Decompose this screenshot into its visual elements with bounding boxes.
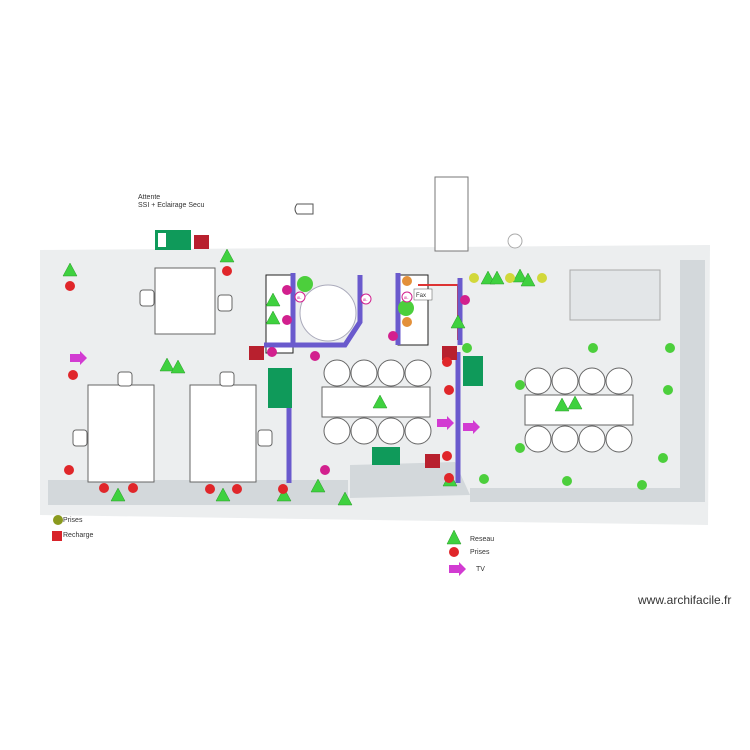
outlet-icon [505,273,515,283]
outlet-icon [310,351,320,361]
camera-icon [294,203,314,215]
outlet-icon [469,273,479,283]
power-outlet-icon [222,266,232,276]
outlet-icon [537,273,547,283]
meeting-table-1 [321,359,432,445]
outlet-icon [462,343,472,353]
annotation-line2: SSI + Eclairage Secu [138,202,204,209]
tv-outlet-icon [437,416,454,430]
power-outlet-icon [128,483,138,493]
outlet-icon [282,315,292,325]
badge-label: 8L [297,295,302,300]
power-outlet-icon [232,484,242,494]
power-outlet-icon [442,451,452,461]
legend-item-prises: Prises [470,549,490,556]
badge-icon [294,291,306,303]
outlet-icon [460,295,470,305]
tv-outlet-icon [70,351,87,365]
badge-icon [360,293,372,305]
outlet-icon [658,453,668,463]
power-outlet-icon [68,370,78,380]
badge-label: 8L [404,295,409,300]
power-outlet-icon [444,385,454,395]
outlet-icon [665,343,675,353]
network-outlet-icon [337,491,353,506]
outlet-icon [562,476,572,486]
power-outlet-icon [442,357,452,367]
network-outlet-icon [219,248,235,263]
outlet-icon [267,347,277,357]
exit-sign-icon [463,356,483,386]
exit-sign-icon [268,368,292,408]
outlet-icon [320,465,330,475]
hub-icon [398,300,414,316]
network-outlet-icon [554,397,570,412]
network-outlet-icon [62,262,78,277]
network-outlet-icon [110,487,126,502]
fire-alarm-icon [442,346,457,360]
legend-left: Prises Recharge [52,515,93,541]
power-outlet-icon [205,484,215,494]
legend-item-recharge: Recharge [63,532,93,539]
network-outlet-icon [159,357,175,372]
network-outlet-icon [215,487,231,502]
fire-alarm-icon [425,454,440,468]
network-outlet-icon [520,272,536,287]
power-outlet-icon [64,465,74,475]
legend-item-prises: Prises [63,517,83,524]
wall-bottom [48,480,348,505]
outlet-icon [402,317,412,327]
watermark: www.archifacile.fr [637,593,731,607]
window-box [434,176,469,252]
annotation-line1: Attente [138,194,160,201]
badge-icon [401,291,413,303]
power-outlet-icon [99,483,109,493]
network-outlet-icon [567,395,583,410]
network-outlet-icon [265,292,281,307]
fax-label: Fax [416,293,426,299]
outlet-icon [479,474,489,484]
network-outlet-icon [276,487,292,502]
network-outlet-icon [489,270,505,285]
network-outlet-icon [512,268,528,283]
power-outlet-icon [278,484,288,494]
meeting-table-2 [524,367,634,453]
legend-item-tv: TV [476,566,485,573]
badge-label: 8L [363,297,368,302]
power-outlet-icon [444,473,454,483]
network-outlet-icon [265,310,281,325]
exit-sign-icon [155,230,191,250]
legend-item-reseau: Reseau [470,536,494,543]
hub-icon [297,276,313,292]
power-outlet-icon [65,281,75,291]
outlet-icon [402,276,412,286]
network-outlet-icon [450,314,466,329]
tv-outlet-icon [463,420,480,434]
outlet-icon [588,343,598,353]
outlet-icon [515,380,525,390]
outlet-icon [637,480,647,490]
outlet-icon [388,331,398,341]
outlet-icon [515,443,525,453]
desk-group-top [72,267,273,483]
fire-alarm-icon [249,346,264,360]
network-outlet-icon [310,478,326,493]
network-outlet-icon [372,394,388,409]
outlet-icon [282,285,292,295]
outlet-icon [663,385,673,395]
legend-right: Reseau Prises TV [446,529,494,576]
exit-sign-icon [372,447,400,465]
wall-right [680,260,705,500]
fire-alarm-icon [194,235,209,249]
network-outlet-icon [170,359,186,374]
